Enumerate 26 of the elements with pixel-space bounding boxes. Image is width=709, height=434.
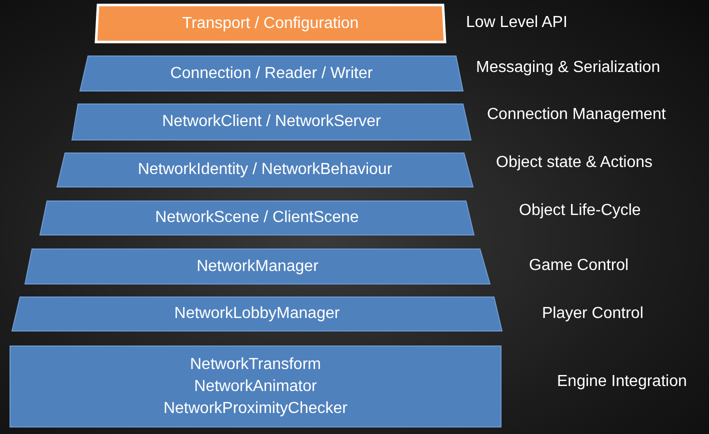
layer-label: NetworkScene / ClientScene — [155, 208, 359, 228]
layer-label: NetworkManager — [196, 256, 318, 276]
layer-description: Low Level API — [466, 13, 568, 33]
layer-description: Object state & Actions — [496, 153, 653, 173]
layer-description: Connection Management — [487, 105, 666, 125]
layer-description: Engine Integration — [557, 372, 687, 392]
layer-description: Player Control — [542, 304, 644, 324]
layer-label: NetworkAnimator — [194, 376, 317, 396]
layer-description: Messaging & Serialization — [476, 58, 660, 78]
layer-label: NetworkTransform — [190, 354, 321, 374]
layer-label: NetworkIdentity / NetworkBehaviour — [138, 160, 392, 180]
layer-label: NetworkProximityChecker — [163, 398, 348, 418]
layer-label: NetworkClient / NetworkServer — [162, 112, 381, 132]
layer-trapezoid — [25, 249, 490, 284]
layer-trapezoid — [80, 56, 463, 91]
layer-trapezoid — [10, 346, 501, 427]
layer-description: Game Control — [529, 256, 629, 276]
layer-label: NetworkLobbyManager — [174, 304, 340, 324]
layer-description: Object Life-Cycle — [519, 201, 641, 221]
layer-trapezoid — [12, 297, 502, 331]
layer-label: Connection / Reader / Writer — [170, 64, 373, 84]
layer-trapezoid — [57, 153, 473, 187]
layer-label: Transport / Configuration — [182, 14, 359, 34]
layer-trapezoid — [96, 5, 445, 42]
layer-trapezoid — [72, 104, 471, 140]
layer-trapezoid — [40, 201, 474, 235]
